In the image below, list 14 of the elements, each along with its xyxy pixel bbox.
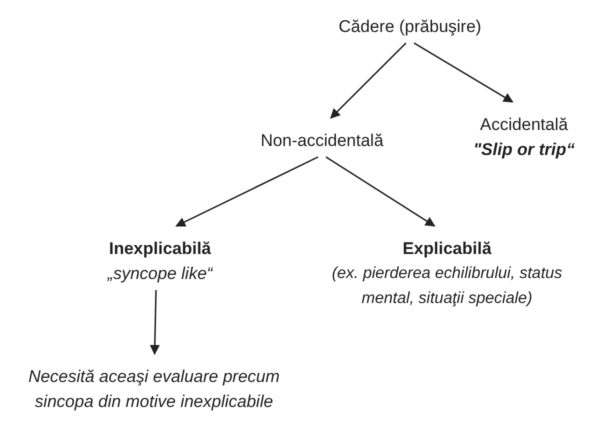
node-heading: Inexplicabilă bbox=[108, 238, 212, 260]
node-subtext: (ex. pierderea echilibrului, status mental, situaţii speciale) bbox=[330, 264, 564, 309]
node-subtext: „syncope like“ bbox=[108, 263, 212, 285]
node-heading: Accidentală bbox=[480, 114, 568, 136]
node-label: Necesită aceaşi evaluare precum sincopa din motive inexplicabile bbox=[27, 366, 281, 413]
arrow bbox=[175, 156, 318, 227]
node-label: Cădere (prăbuşire) bbox=[338, 16, 482, 38]
arrow bbox=[414, 42, 514, 103]
arrow bbox=[330, 42, 407, 119]
arrow bbox=[150, 290, 160, 355]
node-heading: Explicabilă bbox=[402, 238, 492, 260]
node-label: Non-accidentală bbox=[260, 130, 384, 152]
node-subtext: "Slip or trip“ bbox=[473, 139, 575, 161]
arrow bbox=[326, 156, 436, 227]
